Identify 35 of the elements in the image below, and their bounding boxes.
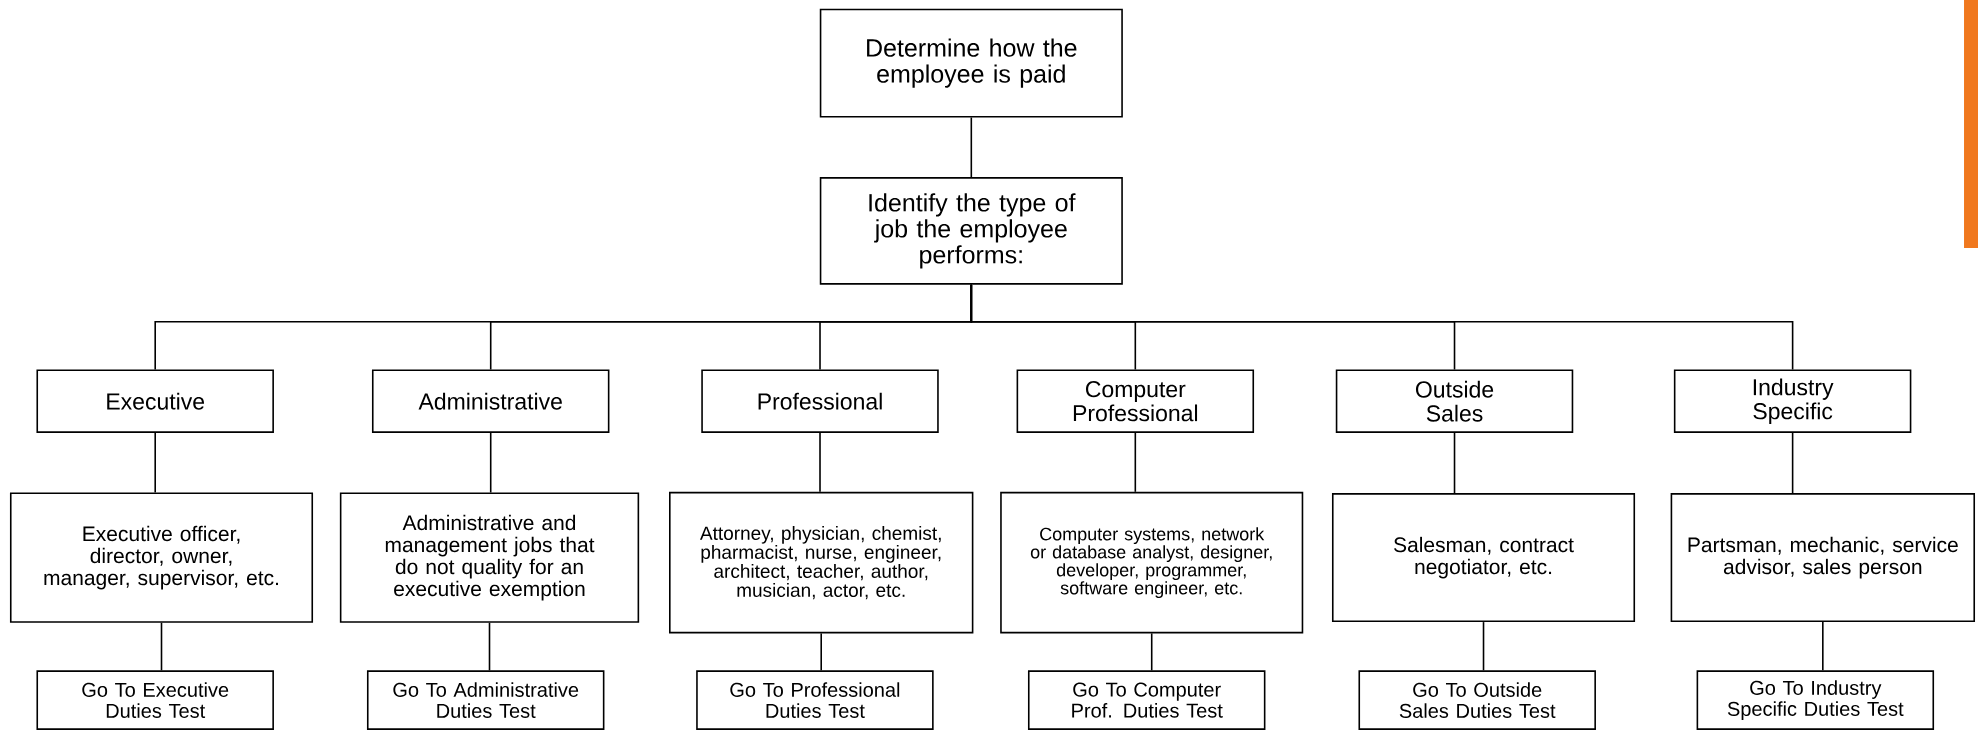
action-box: Go To Outside Sales Duties Test <box>1358 670 1596 730</box>
action-box: Go To Industry Specific Duties Test <box>1696 670 1935 730</box>
action-box: Go To Executive Duties Test <box>36 670 274 730</box>
description-box: Partsman, mechanic, service advisor, sales person <box>1670 493 1976 623</box>
connector-line <box>1482 621 1485 672</box>
category-box: Professional <box>701 369 939 433</box>
category-box: Outside Sales <box>1335 369 1574 433</box>
connector-line <box>1134 432 1137 493</box>
connector-line <box>488 621 491 672</box>
category-box: Administrative <box>371 369 610 433</box>
connector-line <box>970 116 973 178</box>
description-box: Executive officer, director, owner, manager, supervisor, etc. <box>9 492 314 623</box>
description-box: Administrative and management jobs that do not quality for an executive exemption <box>339 492 640 623</box>
side-tab <box>1964 0 1978 248</box>
connector-line <box>1150 632 1153 672</box>
description-box: Computer systems, network or database analyst, designer, developer, programmer, software engineer, etc. <box>1000 491 1304 634</box>
connector-line <box>1453 432 1456 494</box>
category-box: Industry Specific <box>1673 369 1912 433</box>
connector-line <box>1822 621 1824 672</box>
connector-line <box>970 283 1794 371</box>
action-box: Go To Computer Prof. Duties Test <box>1027 670 1266 730</box>
description-box: Salesman, contract negotiator, etc. <box>1331 493 1636 623</box>
connector-line <box>154 432 156 494</box>
connector-line <box>160 621 163 672</box>
action-box: Go To Administrative Duties Test <box>366 670 605 730</box>
connector-line <box>819 432 821 493</box>
action-box: Go To Professional Duties Test <box>696 670 934 730</box>
start-box: Determine how the employee is paid <box>819 8 1123 118</box>
process-box: Identify the type of job the employee performs: <box>819 177 1123 285</box>
category-box: Executive <box>36 369 274 433</box>
description-box: Attorney, physician, chemist, pharmacist, nurse, engineer, architect, teacher, author, musician, actor, etc. <box>669 491 974 634</box>
connector-line <box>820 632 822 672</box>
connector-line <box>489 432 492 494</box>
category-box: Computer Professional <box>1016 369 1255 433</box>
connector-line <box>1791 432 1794 494</box>
